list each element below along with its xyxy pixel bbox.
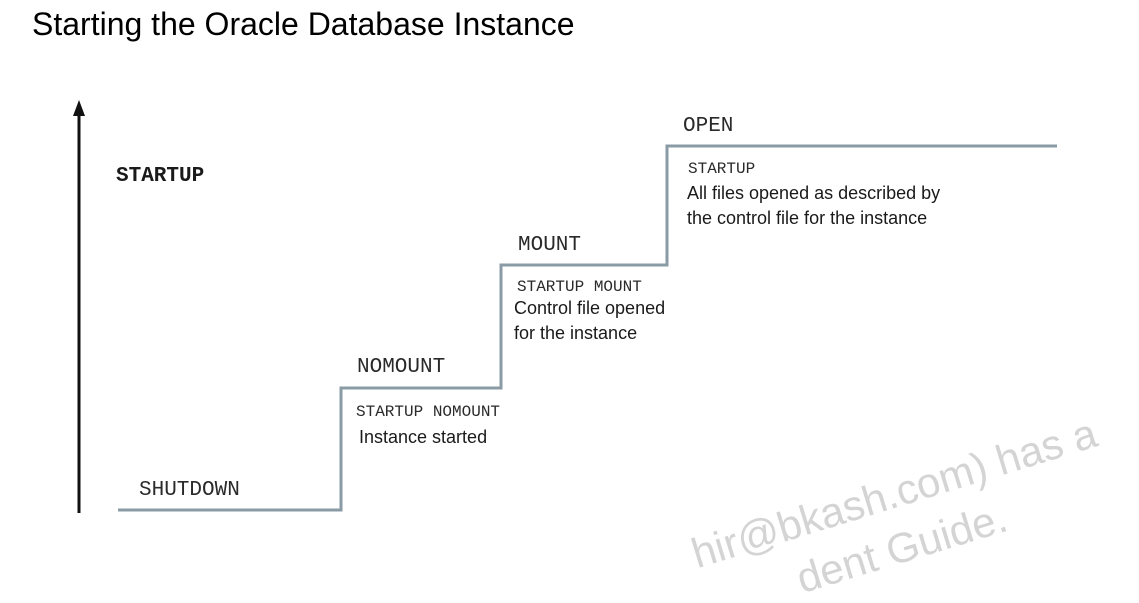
startup-axis-arrow-head	[73, 100, 85, 116]
state-open-label: OPEN	[683, 115, 734, 138]
state-open-description-line: All files opened as described by	[687, 183, 941, 203]
startup-axis-label: STARTUP	[116, 165, 205, 188]
state-nomount-command: STARTUP NOMOUNT	[356, 403, 501, 421]
page-title: Starting the Oracle Database Instance	[32, 6, 575, 42]
state-nomount-label: NOMOUNT	[357, 356, 446, 379]
state-open-description-line: the control file for the instance	[687, 208, 928, 228]
state-mount-description-line: Control file opened	[514, 298, 666, 318]
state-mount-description: Control file opened for the instance	[514, 296, 665, 346]
state-mount-description-line: for the instance	[514, 323, 638, 343]
state-mount-command: STARTUP MOUNT	[517, 278, 642, 296]
state-staircase-line	[118, 144, 1057, 512]
state-open-description: All files opened as described by the con…	[687, 181, 940, 231]
state-nomount-description-line: Instance started	[359, 427, 488, 447]
state-nomount-description: Instance started	[359, 425, 487, 450]
state-mount-label: MOUNT	[518, 234, 582, 257]
state-shutdown-label: SHUTDOWN	[139, 479, 240, 502]
state-open-command: STARTUP	[688, 160, 756, 178]
